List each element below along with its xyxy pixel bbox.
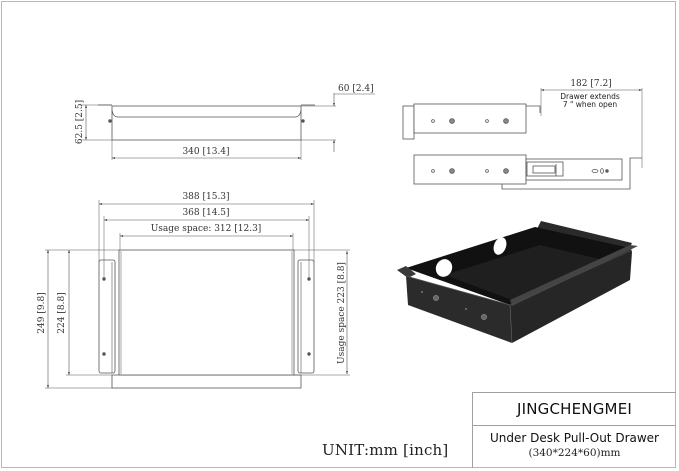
outer-depth-dim: 249 [9.8]: [37, 292, 47, 333]
title-block: JINGCHENGMEI Under Desk Pull-Out Drawer …: [472, 392, 676, 468]
extension-dimension: [540, 88, 643, 168]
body-depth-dim: 224 [8.8]: [57, 292, 67, 333]
side-length-dim: 340 [13.4]: [182, 147, 229, 157]
top-view-dimensions: [45, 200, 350, 389]
extension-dim: 182 [7.2]: [570, 79, 611, 89]
mount-width-dim: 368 [14.5]: [182, 208, 229, 218]
slide-view-open: [413, 154, 642, 190]
top-view: [98, 249, 315, 389]
brand-name: JINGCHENGMEI: [473, 393, 676, 426]
drawer-render: [397, 221, 638, 344]
side-depth-dim: 60 [2.4]: [338, 84, 374, 94]
product-size: (340*224*60)mm: [528, 447, 621, 459]
product-name: Under Desk Pull-Out Drawer: [490, 431, 659, 445]
usage-width-dim: Usage space: 312 [12.3]: [151, 224, 262, 234]
side-view: [80, 93, 375, 160]
usage-depth-dim: Usage space 223 [8.8]: [337, 262, 347, 364]
extension-note-line2: 7 " when open: [563, 100, 618, 109]
side-height-dim: 62.5 [2.5]: [75, 100, 85, 144]
slide-view-closed: [402, 103, 541, 140]
extension-note-line1: Drawer extends: [560, 92, 620, 101]
outer-width-dim: 388 [15.3]: [182, 192, 229, 202]
unit-label: UNIT:mm [inch]: [322, 441, 449, 459]
